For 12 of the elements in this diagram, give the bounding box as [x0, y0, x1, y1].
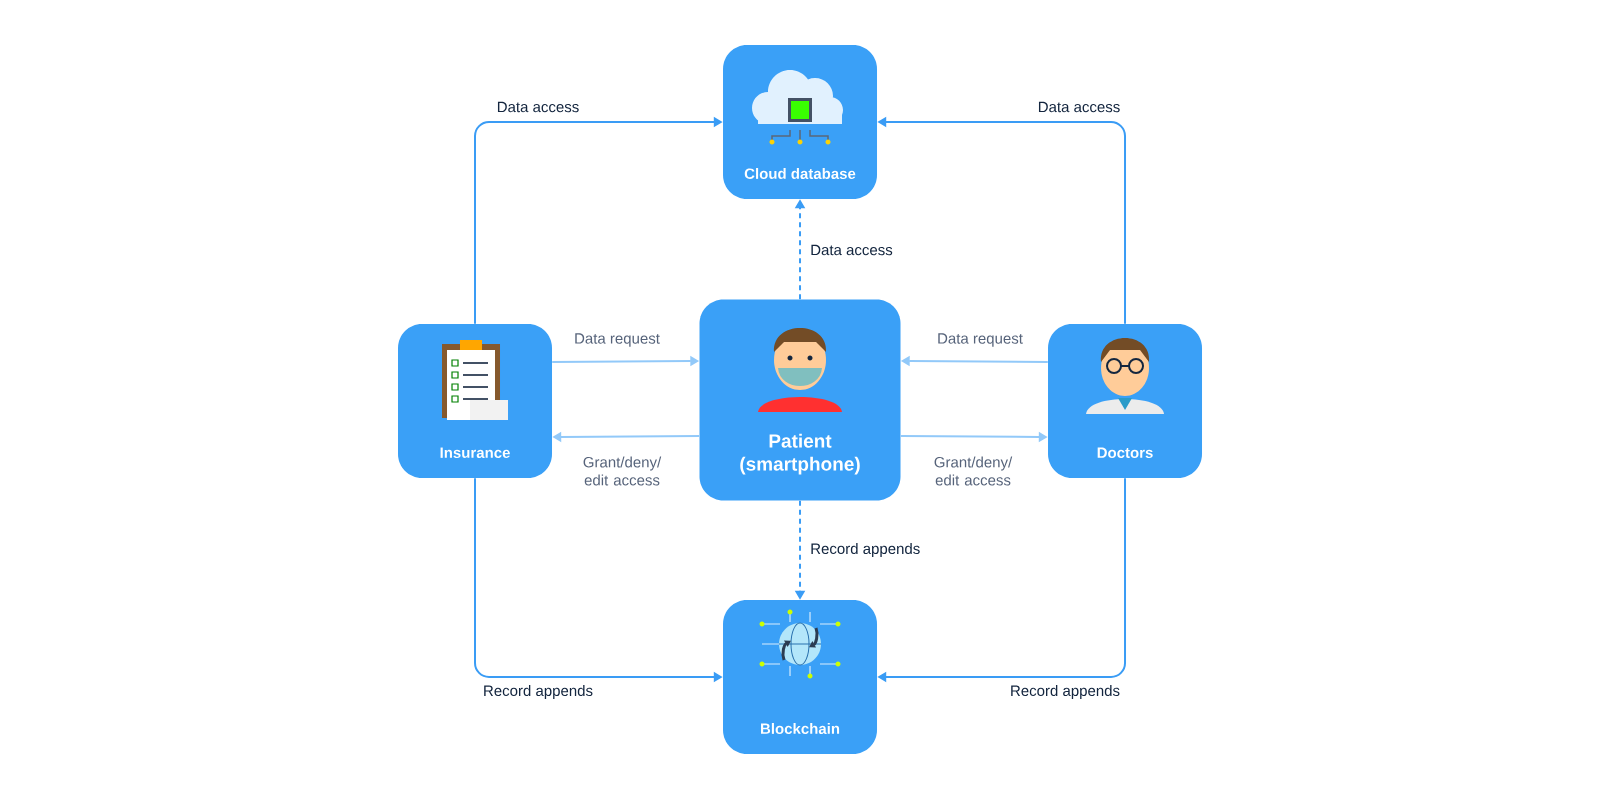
node-box: Blockchain — [723, 600, 877, 754]
edge-label: Data request — [935, 331, 1025, 349]
edge-label: Record appends — [808, 541, 923, 559]
edge-label: Record appends — [1008, 683, 1123, 701]
node-box: Patient (smartphone) — [699, 299, 901, 501]
edge-label: Data request — [572, 331, 662, 349]
edge-label: Grant/deny/ edit access — [575, 454, 669, 488]
edge-label: Data access — [808, 242, 895, 258]
edge-label: Record appends — [480, 683, 596, 701]
edge-label: Grant/deny/ edit access — [926, 454, 1020, 488]
edge-label: Data access — [1035, 99, 1123, 115]
edge-label: Data access — [494, 99, 582, 115]
